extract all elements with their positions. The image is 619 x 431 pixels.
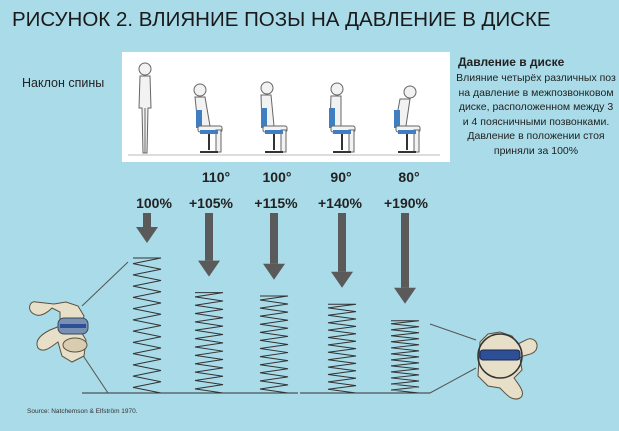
guide-line-left-bottom	[81, 353, 109, 394]
seated-figure-icon	[329, 82, 356, 153]
pressure-label-0: 100%	[136, 195, 172, 211]
down-arrow-icon	[136, 213, 158, 243]
spring-icon	[390, 320, 420, 394]
springs	[132, 257, 420, 394]
side-title: Давление в диске	[458, 55, 565, 69]
source-note: Source: Natchemson & Elfström 1970.	[27, 408, 138, 415]
vertebra-icon	[29, 301, 89, 363]
seated-figure-icon	[394, 85, 421, 153]
down-arrow-icon	[263, 213, 285, 280]
spring-icon	[327, 303, 357, 394]
guide-line-right-bottom	[429, 367, 477, 394]
angle-label-2: 100°	[262, 169, 292, 185]
spring-icon	[194, 292, 224, 394]
pressure-label-3: +140%	[318, 195, 362, 211]
pressure-arrows	[136, 213, 416, 304]
pressure-label-1: +105%	[189, 195, 233, 211]
standing-figure-icon	[138, 62, 152, 154]
pressure-label-2: +115%	[254, 195, 298, 211]
spring-icon	[132, 257, 162, 394]
spring-icon	[259, 295, 289, 394]
guide-line-left-top	[81, 261, 129, 307]
angle-label-1: 110°	[201, 169, 231, 185]
down-arrow-icon	[394, 213, 416, 304]
down-arrow-icon	[331, 213, 353, 288]
down-arrow-icon	[198, 213, 220, 277]
seated-figure-icon	[193, 83, 223, 153]
pressure-label-4: +190%	[384, 195, 428, 211]
guide-line-right-top	[429, 323, 477, 341]
angle-label-3: 90°	[330, 169, 352, 185]
vertebra-icon	[477, 331, 538, 400]
back-lean-label: Наклон спины	[22, 76, 105, 90]
seated-figure-icon	[260, 81, 288, 153]
side-description: Влияние четырёх различных поз на давлени…	[456, 72, 616, 157]
angle-label-4: 80°	[398, 169, 420, 185]
figure-title: РИСУНОК 2. ВЛИЯНИЕ ПОЗЫ НА ДАВЛЕНИЕ В ДИ…	[12, 8, 551, 31]
